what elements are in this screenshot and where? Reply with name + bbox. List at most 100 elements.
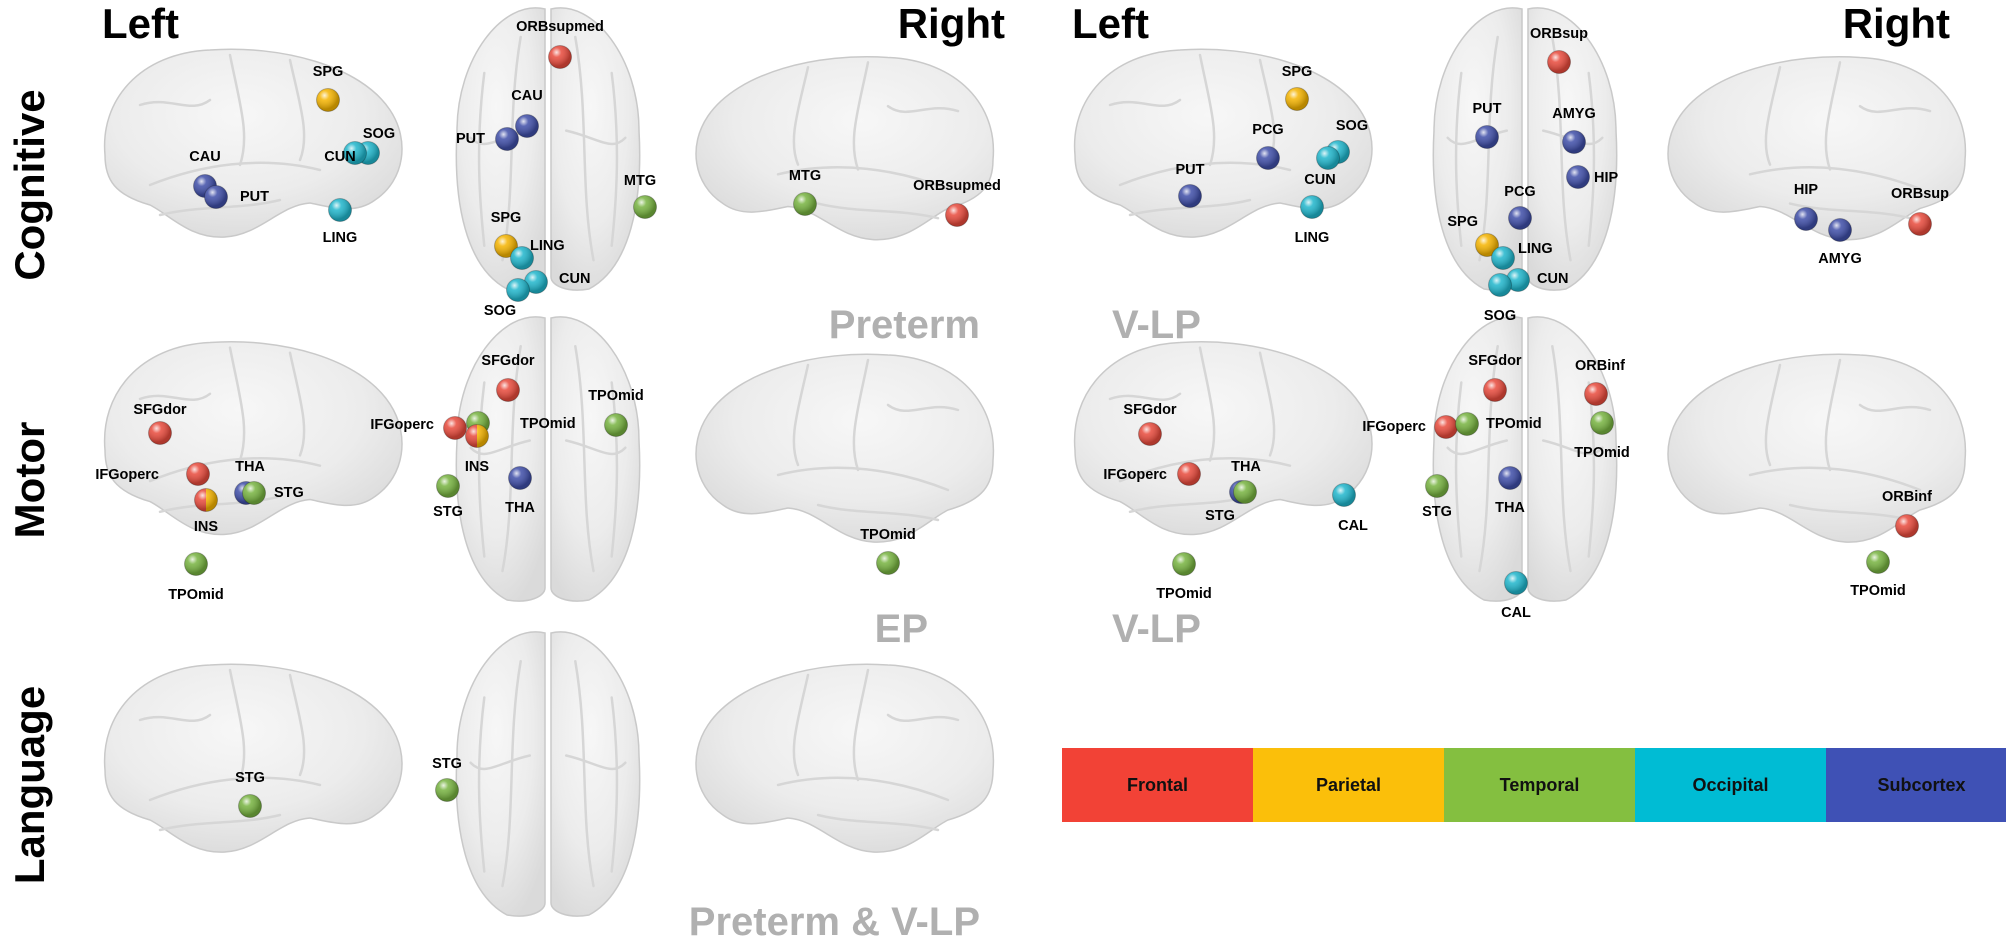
node-shine-cog-b-top-orbsup xyxy=(1547,50,1571,74)
node-shine-mot-b-top-tha xyxy=(1498,466,1522,490)
group-label-vlp-motor: V-LP xyxy=(1112,607,1201,651)
node-shine-mot-b-right-tpomid xyxy=(1866,550,1890,574)
node-shine-mot-b-top-tpomid xyxy=(1455,412,1479,436)
node-label-cog-b-right-orbsup: ORBsup xyxy=(1891,186,1949,202)
node-shine-mot-a-left-sfgdor xyxy=(148,421,172,445)
node-shine-cog-a-right-mtg xyxy=(793,192,817,216)
node-label-cog-b-top-put: PUT xyxy=(1473,101,1502,117)
node-label-cog-b-top-hip: HIP xyxy=(1594,170,1619,186)
region-nodes: SPGSOGCUNCAUPUTLINGORBsupmedCAUPUTMTGSPG… xyxy=(95,19,1949,818)
brain-cog-a-top xyxy=(455,7,641,291)
node-shine-cog-b-left-cun xyxy=(1316,146,1340,170)
node-label-cog-a-right-mtg: MTG xyxy=(789,168,821,184)
node-label-mot-b-left-sfgdor: SFGdor xyxy=(1123,402,1177,418)
node-label-cog-b-top-sog: SOG xyxy=(1484,308,1516,324)
node-shine-cog-a-top-orbsupmed xyxy=(548,45,572,69)
node-shine-mot-b-left-tpomid xyxy=(1172,552,1196,576)
brain-mot-a-top xyxy=(455,316,641,602)
legend-label-subcortex: Subcortex xyxy=(1877,775,1965,795)
node-label-mot-a-left-ifgoperc: IFGoperc xyxy=(95,467,159,483)
node-shine-cog-a-left-cun xyxy=(343,141,367,165)
legend-label-temporal: Temporal xyxy=(1500,775,1580,795)
node-shine-mot-a-left-ins xyxy=(194,488,218,512)
node-shine-cog-a-top-ling xyxy=(510,246,534,270)
node-shine-cog-b-top-hip xyxy=(1566,165,1590,189)
node-label-mot-a-top-tpomid: TPOmid xyxy=(588,388,644,404)
node-label-mot-a-top-ins: INS xyxy=(465,459,490,475)
brain-lang-right xyxy=(695,663,995,853)
node-label-cog-b-left-sog: SOG xyxy=(1336,118,1368,134)
node-shine-mot-a-left-stg xyxy=(242,481,266,505)
header-left-2: Left xyxy=(1072,0,1149,47)
node-label-cog-a-top-cau: CAU xyxy=(511,88,542,104)
brain-mot-b-right xyxy=(1667,353,1967,543)
node-shine-cog-a-right-orbsupmed xyxy=(945,203,969,227)
node-shine-mot-a-top-tpomid xyxy=(604,413,628,437)
node-label-mot-b-right-orbinf: ORBinf xyxy=(1882,489,1932,505)
brain-lang-top xyxy=(455,631,641,917)
node-label-mot-b-top-cal: CAL xyxy=(1501,605,1531,621)
node-label-cog-b-left-cun: CUN xyxy=(1304,172,1335,188)
brain-lang-left xyxy=(103,663,403,853)
brain-mot-b-left xyxy=(1073,341,1373,536)
node-label-cog-a-left-cau: CAU xyxy=(189,149,220,165)
node-label-cog-a-left-cun: CUN xyxy=(324,149,355,165)
node-shine-cog-b-top-ling xyxy=(1491,246,1515,270)
node-label-mot-b-right-tpomid: TPOmid xyxy=(1850,583,1906,599)
node-label-lang-left-stg: STG xyxy=(235,770,265,786)
node-shine-cog-b-left-put xyxy=(1178,184,1202,208)
node-shine-mot-a-left-ifgoperc xyxy=(186,462,210,486)
brain-cog-a-right xyxy=(695,56,995,241)
node-shine-mot-b-top-sfgdor xyxy=(1483,378,1507,402)
node-label-mot-a-left-ins: INS xyxy=(194,519,219,535)
node-label-mot-b-left-tpomid: TPOmid xyxy=(1156,586,1212,602)
node-shine-cog-b-left-spg xyxy=(1285,87,1309,111)
node-label-cog-a-left-ling: LING xyxy=(323,230,358,246)
node-shine-cog-b-right-hip xyxy=(1794,207,1818,231)
legend-swatch-frontal xyxy=(1062,748,1253,822)
header-left-1: Left xyxy=(102,0,179,47)
node-label-mot-a-left-tpomid: TPOmid xyxy=(168,587,224,603)
group-label-vlp-cognitive: V-LP xyxy=(1112,303,1201,347)
node-shine-lang-top-stg xyxy=(435,778,459,802)
node-shine-cog-a-top-cun xyxy=(524,270,548,294)
node-label-cog-b-left-spg: SPG xyxy=(1282,64,1313,80)
node-shine-mot-b-top-orbinf xyxy=(1584,382,1608,406)
legend-label-frontal: Frontal xyxy=(1127,775,1188,795)
node-label-mot-a-top-tha: THA xyxy=(505,500,535,516)
node-label-mot-a-left-stg: STG xyxy=(274,485,304,501)
node-shine-cog-b-left-ling xyxy=(1300,195,1324,219)
node-label-cog-a-top-ling: LING xyxy=(530,238,565,254)
node-label-cog-b-top-ling: LING xyxy=(1518,241,1553,257)
node-label-mot-a-top-stg: STG xyxy=(433,504,463,520)
node-shine-mot-b-top-cal xyxy=(1504,571,1528,595)
node-shine-mot-b-left-cal xyxy=(1332,483,1356,507)
node-shine-mot-a-top-ifgoperc xyxy=(443,416,467,440)
node-shine-cog-b-top-put xyxy=(1475,125,1499,149)
node-label-cog-a-left-sog: SOG xyxy=(363,126,395,142)
row-label-cognitive: Cognitive xyxy=(6,89,53,280)
node-label-mot-a-right-tpomid: TPOmid xyxy=(860,527,916,543)
node-label-lang-top-stg: STG xyxy=(432,756,462,772)
legend-swatch-parietal xyxy=(1253,748,1444,822)
brain-cog-b-right xyxy=(1667,56,1967,241)
node-label-mot-b-left-tha: THA xyxy=(1231,459,1261,475)
node-shine-cog-b-top-spg xyxy=(1475,233,1499,257)
node-label-cog-a-left-spg: SPG xyxy=(313,64,344,80)
node-label-cog-a-right-orbsupmed: ORBsupmed xyxy=(913,178,1001,194)
node-shine-mot-b-left-sfgdor xyxy=(1138,422,1162,446)
node-shine-cog-a-left-ling xyxy=(328,198,352,222)
node-shine-cog-b-right-amyg xyxy=(1828,218,1852,242)
node-label-mot-b-left-cal: CAL xyxy=(1338,518,1368,534)
node-shine-mot-b-left-ifgoperc xyxy=(1177,462,1201,486)
node-label-cog-a-top-cun: CUN xyxy=(559,271,590,287)
node-label-cog-b-left-pcg: PCG xyxy=(1252,122,1283,138)
group-label-ep: EP xyxy=(875,607,928,651)
legend-swatch-occipital xyxy=(1635,748,1826,822)
node-shine-mot-a-left-tpomid xyxy=(184,552,208,576)
node-label-cog-a-top-spg: SPG xyxy=(491,210,522,226)
node-shine-mot-a-right-tpomid xyxy=(876,551,900,575)
node-shine-lang-left-stg xyxy=(238,794,262,818)
